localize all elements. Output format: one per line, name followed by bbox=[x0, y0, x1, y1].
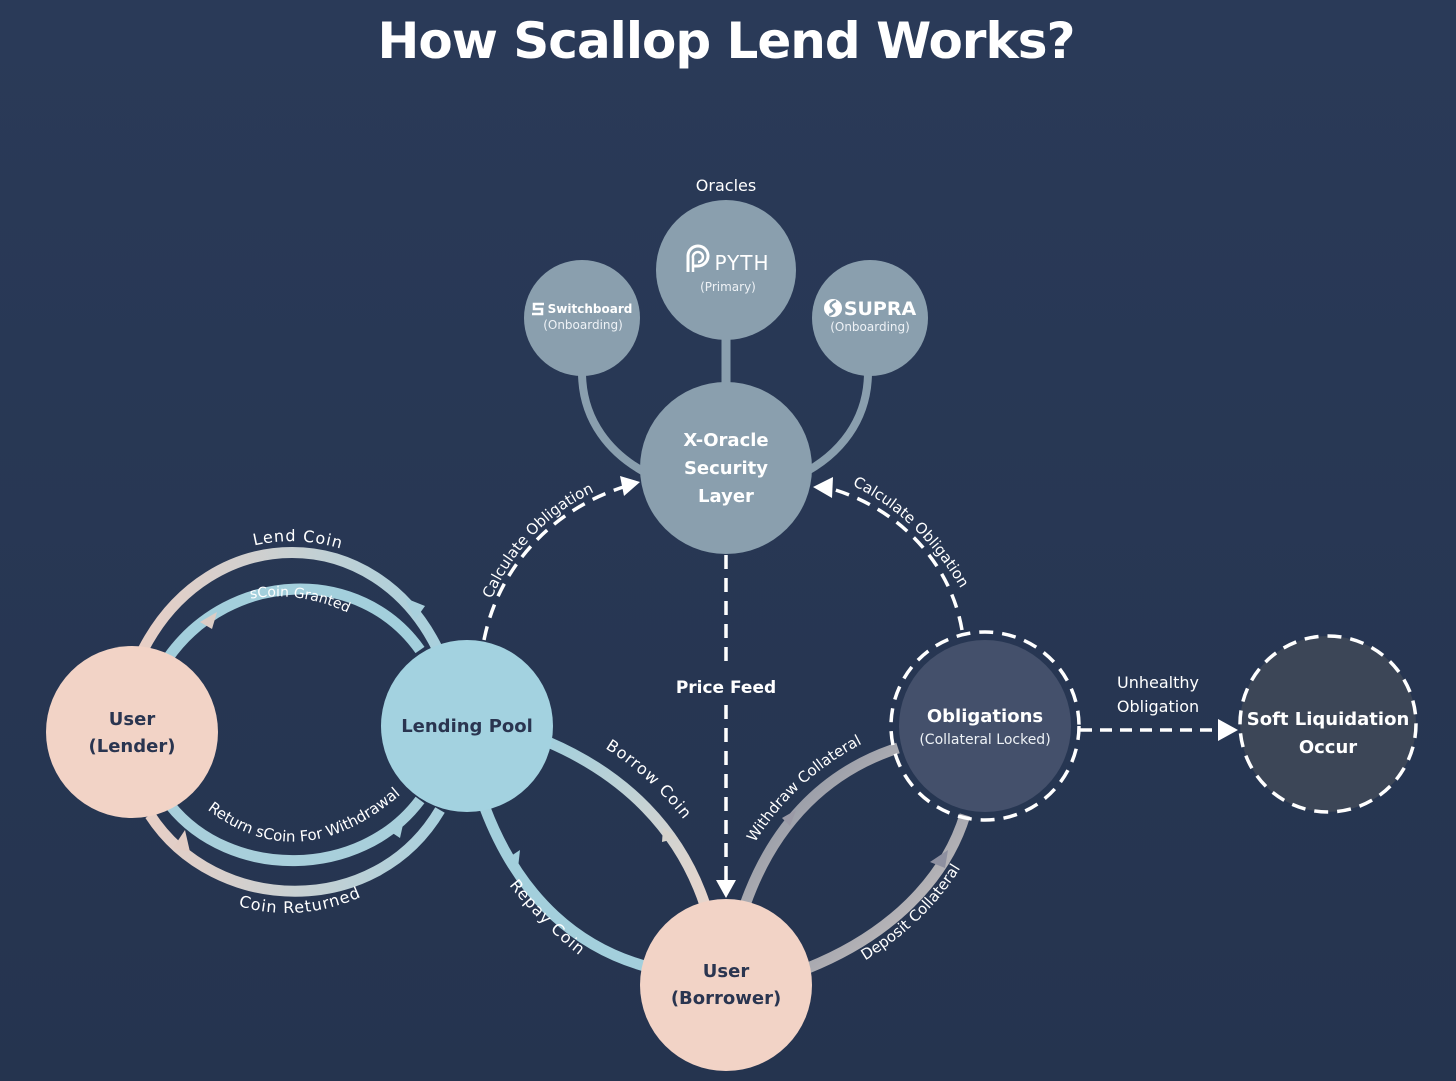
deposit-collateral-label: Deposit Collateral bbox=[858, 861, 964, 964]
supra-name: SUPRA bbox=[844, 298, 917, 320]
obligations-dashed-ring bbox=[889, 630, 1081, 822]
withdraw-collateral-arrow bbox=[782, 810, 796, 826]
switchboard-name: Switchboard bbox=[548, 302, 633, 316]
connector-switchboard bbox=[578, 371, 652, 479]
connector-supra bbox=[798, 371, 872, 479]
lender-line2: (Lender) bbox=[89, 736, 176, 757]
return-scoin-arrow bbox=[388, 820, 404, 838]
obligations-label: Obligations bbox=[927, 706, 1043, 727]
x-oracle-line1: X-Oracle bbox=[683, 430, 768, 451]
borrower-line2: (Borrower) bbox=[671, 988, 781, 1009]
deposit-collateral-arrow bbox=[930, 850, 948, 868]
calculate-obligation-right-label: Calculate Obligation bbox=[851, 473, 973, 591]
borrower-line1: User bbox=[703, 961, 750, 982]
calculate-obligation-left-arc bbox=[482, 483, 631, 641]
switchboard-node bbox=[524, 260, 640, 376]
lend-coin-arrow bbox=[405, 598, 425, 620]
x-oracle-line3: Layer bbox=[698, 486, 754, 507]
repay-coin-arc bbox=[479, 806, 654, 974]
page-title: How Scallop Lend Works? bbox=[378, 12, 1075, 70]
obligations-node bbox=[899, 640, 1071, 812]
switchboard-logo-icon bbox=[532, 302, 544, 316]
borrow-coin-arrow bbox=[662, 828, 678, 842]
supra-logo-icon bbox=[824, 299, 842, 317]
collateral-flows bbox=[739, 742, 971, 974]
deposit-collateral-arc bbox=[805, 813, 971, 974]
price-feed-label: Price Feed bbox=[676, 678, 776, 698]
oracles-group: Oracles PYTH (Primary) Switchboard (Onbo… bbox=[524, 176, 928, 376]
calculate-obligation-right-arc bbox=[824, 485, 964, 631]
scoin-granted-arrow bbox=[200, 612, 217, 629]
coin-returned-arc bbox=[145, 807, 445, 897]
lender-flows bbox=[138, 547, 445, 897]
unhealthy-label-line1: Unhealthy bbox=[1117, 673, 1199, 692]
borrower-node bbox=[640, 899, 812, 1071]
oracles-heading: Oracles bbox=[696, 176, 756, 195]
repay-coin-label: Repay Coin bbox=[506, 876, 589, 959]
pyth-name: PYTH bbox=[714, 251, 769, 275]
withdraw-collateral-label: Withdraw Collateral bbox=[743, 731, 864, 845]
x-oracle-node bbox=[640, 382, 812, 554]
x-oracle-line2: Security bbox=[684, 458, 768, 479]
calculate-obligation-right-arrow bbox=[813, 477, 833, 498]
lending-pool-label: Lending Pool bbox=[401, 716, 533, 737]
obligations-sub: (Collateral Locked) bbox=[919, 732, 1050, 748]
pyth-sub: (Primary) bbox=[700, 280, 756, 294]
calculate-obligation-left-arrow bbox=[620, 476, 640, 496]
withdraw-collateral-arc bbox=[739, 742, 900, 907]
pyth-node bbox=[656, 200, 796, 340]
borrow-coin-arc bbox=[545, 736, 711, 907]
repay-coin-arrow bbox=[505, 850, 520, 868]
soft-liquidation-node bbox=[1238, 634, 1418, 814]
switchboard-sub: (Onboarding) bbox=[543, 318, 623, 332]
soft-liquidation-line1: Soft Liquidation bbox=[1247, 709, 1410, 730]
scoin-granted-arc bbox=[163, 583, 425, 662]
supra-node bbox=[812, 260, 928, 376]
coin-returned-arrow bbox=[173, 830, 190, 852]
lender-line1: User bbox=[109, 709, 156, 730]
unhealthy-arrow bbox=[1218, 719, 1238, 741]
pyth-logo-icon bbox=[686, 244, 710, 272]
supra-sub: (Onboarding) bbox=[830, 320, 910, 334]
price-feed-arrow bbox=[716, 880, 736, 898]
lender-node bbox=[46, 646, 218, 818]
unhealthy-label-line2: Obligation bbox=[1117, 697, 1199, 716]
lend-coin-arc bbox=[138, 547, 443, 653]
borrower-flows bbox=[479, 736, 711, 974]
lending-pool-node bbox=[381, 640, 553, 812]
soft-liquidation-line2: Occur bbox=[1299, 737, 1357, 758]
